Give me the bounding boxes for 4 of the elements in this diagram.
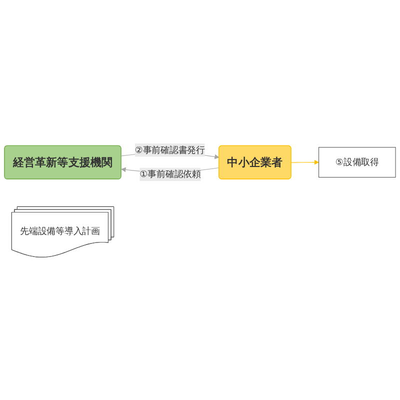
node-box: ⑤設備取得 bbox=[318, 146, 396, 178]
edge-label: ②事前確認書発行 bbox=[134, 144, 205, 155]
edge-label: ①事前確認依頼 bbox=[140, 168, 201, 180]
arrow bbox=[291, 160, 319, 164]
